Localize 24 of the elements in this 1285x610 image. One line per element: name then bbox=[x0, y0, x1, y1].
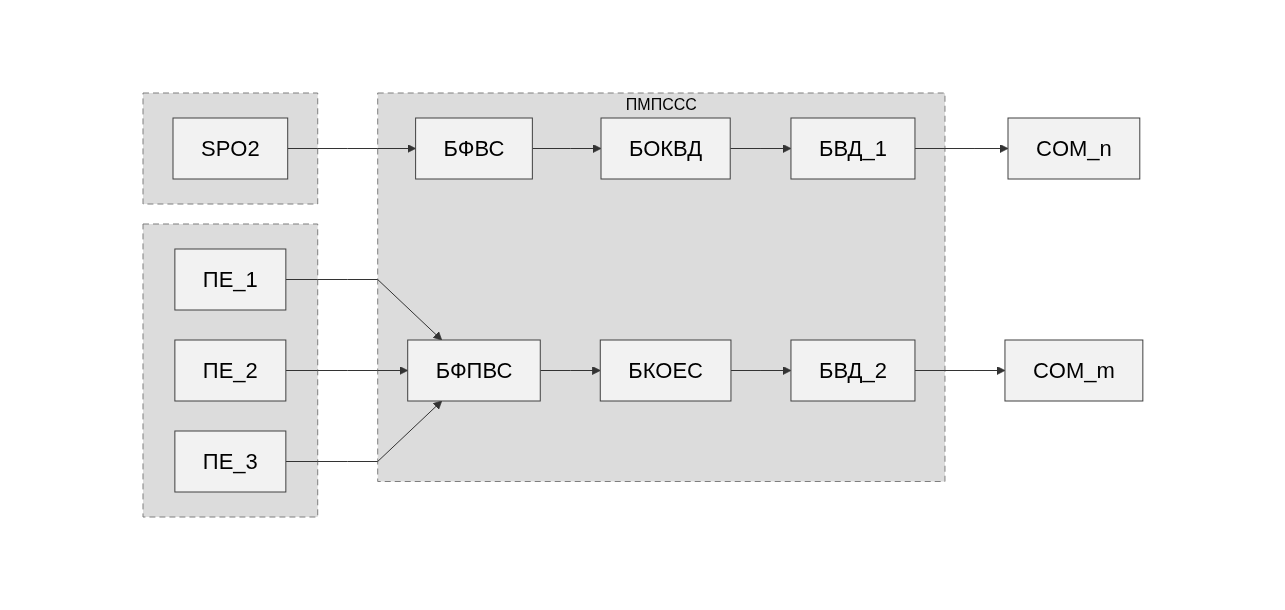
node-box: БВД_2 bbox=[790, 339, 916, 402]
arrow bbox=[286, 144, 416, 153]
node-box: БФПВС bbox=[406, 339, 541, 402]
arrow bbox=[914, 144, 1008, 153]
node-box: SPO2 bbox=[172, 117, 288, 180]
arrow bbox=[729, 144, 791, 153]
arrow bbox=[284, 279, 442, 341]
node-box: БОКВД bbox=[600, 117, 731, 180]
node-box: БВД_1 bbox=[790, 117, 916, 180]
node-box: COM_m bbox=[1004, 339, 1143, 402]
arrow bbox=[531, 144, 601, 153]
arrow bbox=[730, 366, 791, 375]
cluster bbox=[142, 223, 318, 518]
node-box: БФВС bbox=[414, 117, 533, 180]
node-box: ПЕ_1 bbox=[173, 248, 286, 311]
arrow bbox=[284, 400, 442, 462]
node-box: ПЕ_3 bbox=[173, 430, 286, 493]
node-box: COM_n bbox=[1007, 117, 1140, 180]
node-box: ПЕ_2 bbox=[173, 339, 286, 402]
node-box: БКОЕС bbox=[599, 339, 732, 402]
arrow bbox=[539, 366, 601, 375]
cluster bbox=[142, 92, 318, 205]
arrow bbox=[284, 366, 408, 375]
arrow bbox=[914, 366, 1005, 375]
